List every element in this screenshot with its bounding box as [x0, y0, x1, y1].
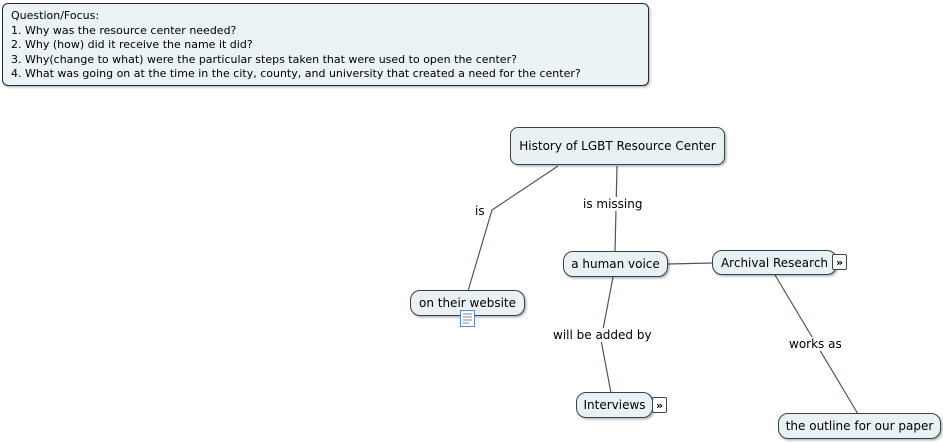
edge-label-is-missing[interactable]: is missing [580, 197, 646, 211]
webpage-resource-icon[interactable] [460, 310, 475, 327]
node-archival-research[interactable]: Archival Research [712, 250, 837, 275]
edge-history-to-website [467, 165, 559, 292]
resource-link-icon-archival[interactable]: » [832, 254, 847, 270]
question-box-title: Question/Focus: [11, 9, 100, 22]
resource-link-icon-interviews[interactable]: » [652, 397, 667, 413]
double-chevron-icon: » [655, 398, 664, 412]
edge-label-will-be-added-by[interactable]: will be added by [550, 328, 655, 342]
edge-label-works-as[interactable]: works as [786, 337, 845, 351]
node-interviews[interactable]: Interviews [576, 392, 653, 418]
node-outline-for-our-paper[interactable]: the outline for our paper [778, 413, 941, 439]
document-icon [460, 310, 475, 327]
edge-human-voice-to-archival [667, 262, 713, 265]
question-focus-box[interactable]: Question/Focus: 1. Why was the resource … [2, 3, 649, 86]
node-history-of-lgbt-resource-center[interactable]: History of LGBT Resource Center [510, 127, 725, 165]
node-on-their-website[interactable]: on their website [410, 290, 525, 316]
question-item-1: 1. Why was the resource center needed? [11, 23, 237, 37]
edge-label-is[interactable]: is [472, 204, 488, 218]
question-item-2: 2. Why (how) did it receive the name it … [11, 38, 253, 52]
question-item-3: 3. Why(change to what) were the particul… [11, 52, 517, 66]
node-a-human-voice[interactable]: a human voice [563, 251, 668, 277]
question-item-4: 4. What was going on at the time in the … [11, 67, 581, 81]
double-chevron-icon: » [835, 255, 844, 269]
